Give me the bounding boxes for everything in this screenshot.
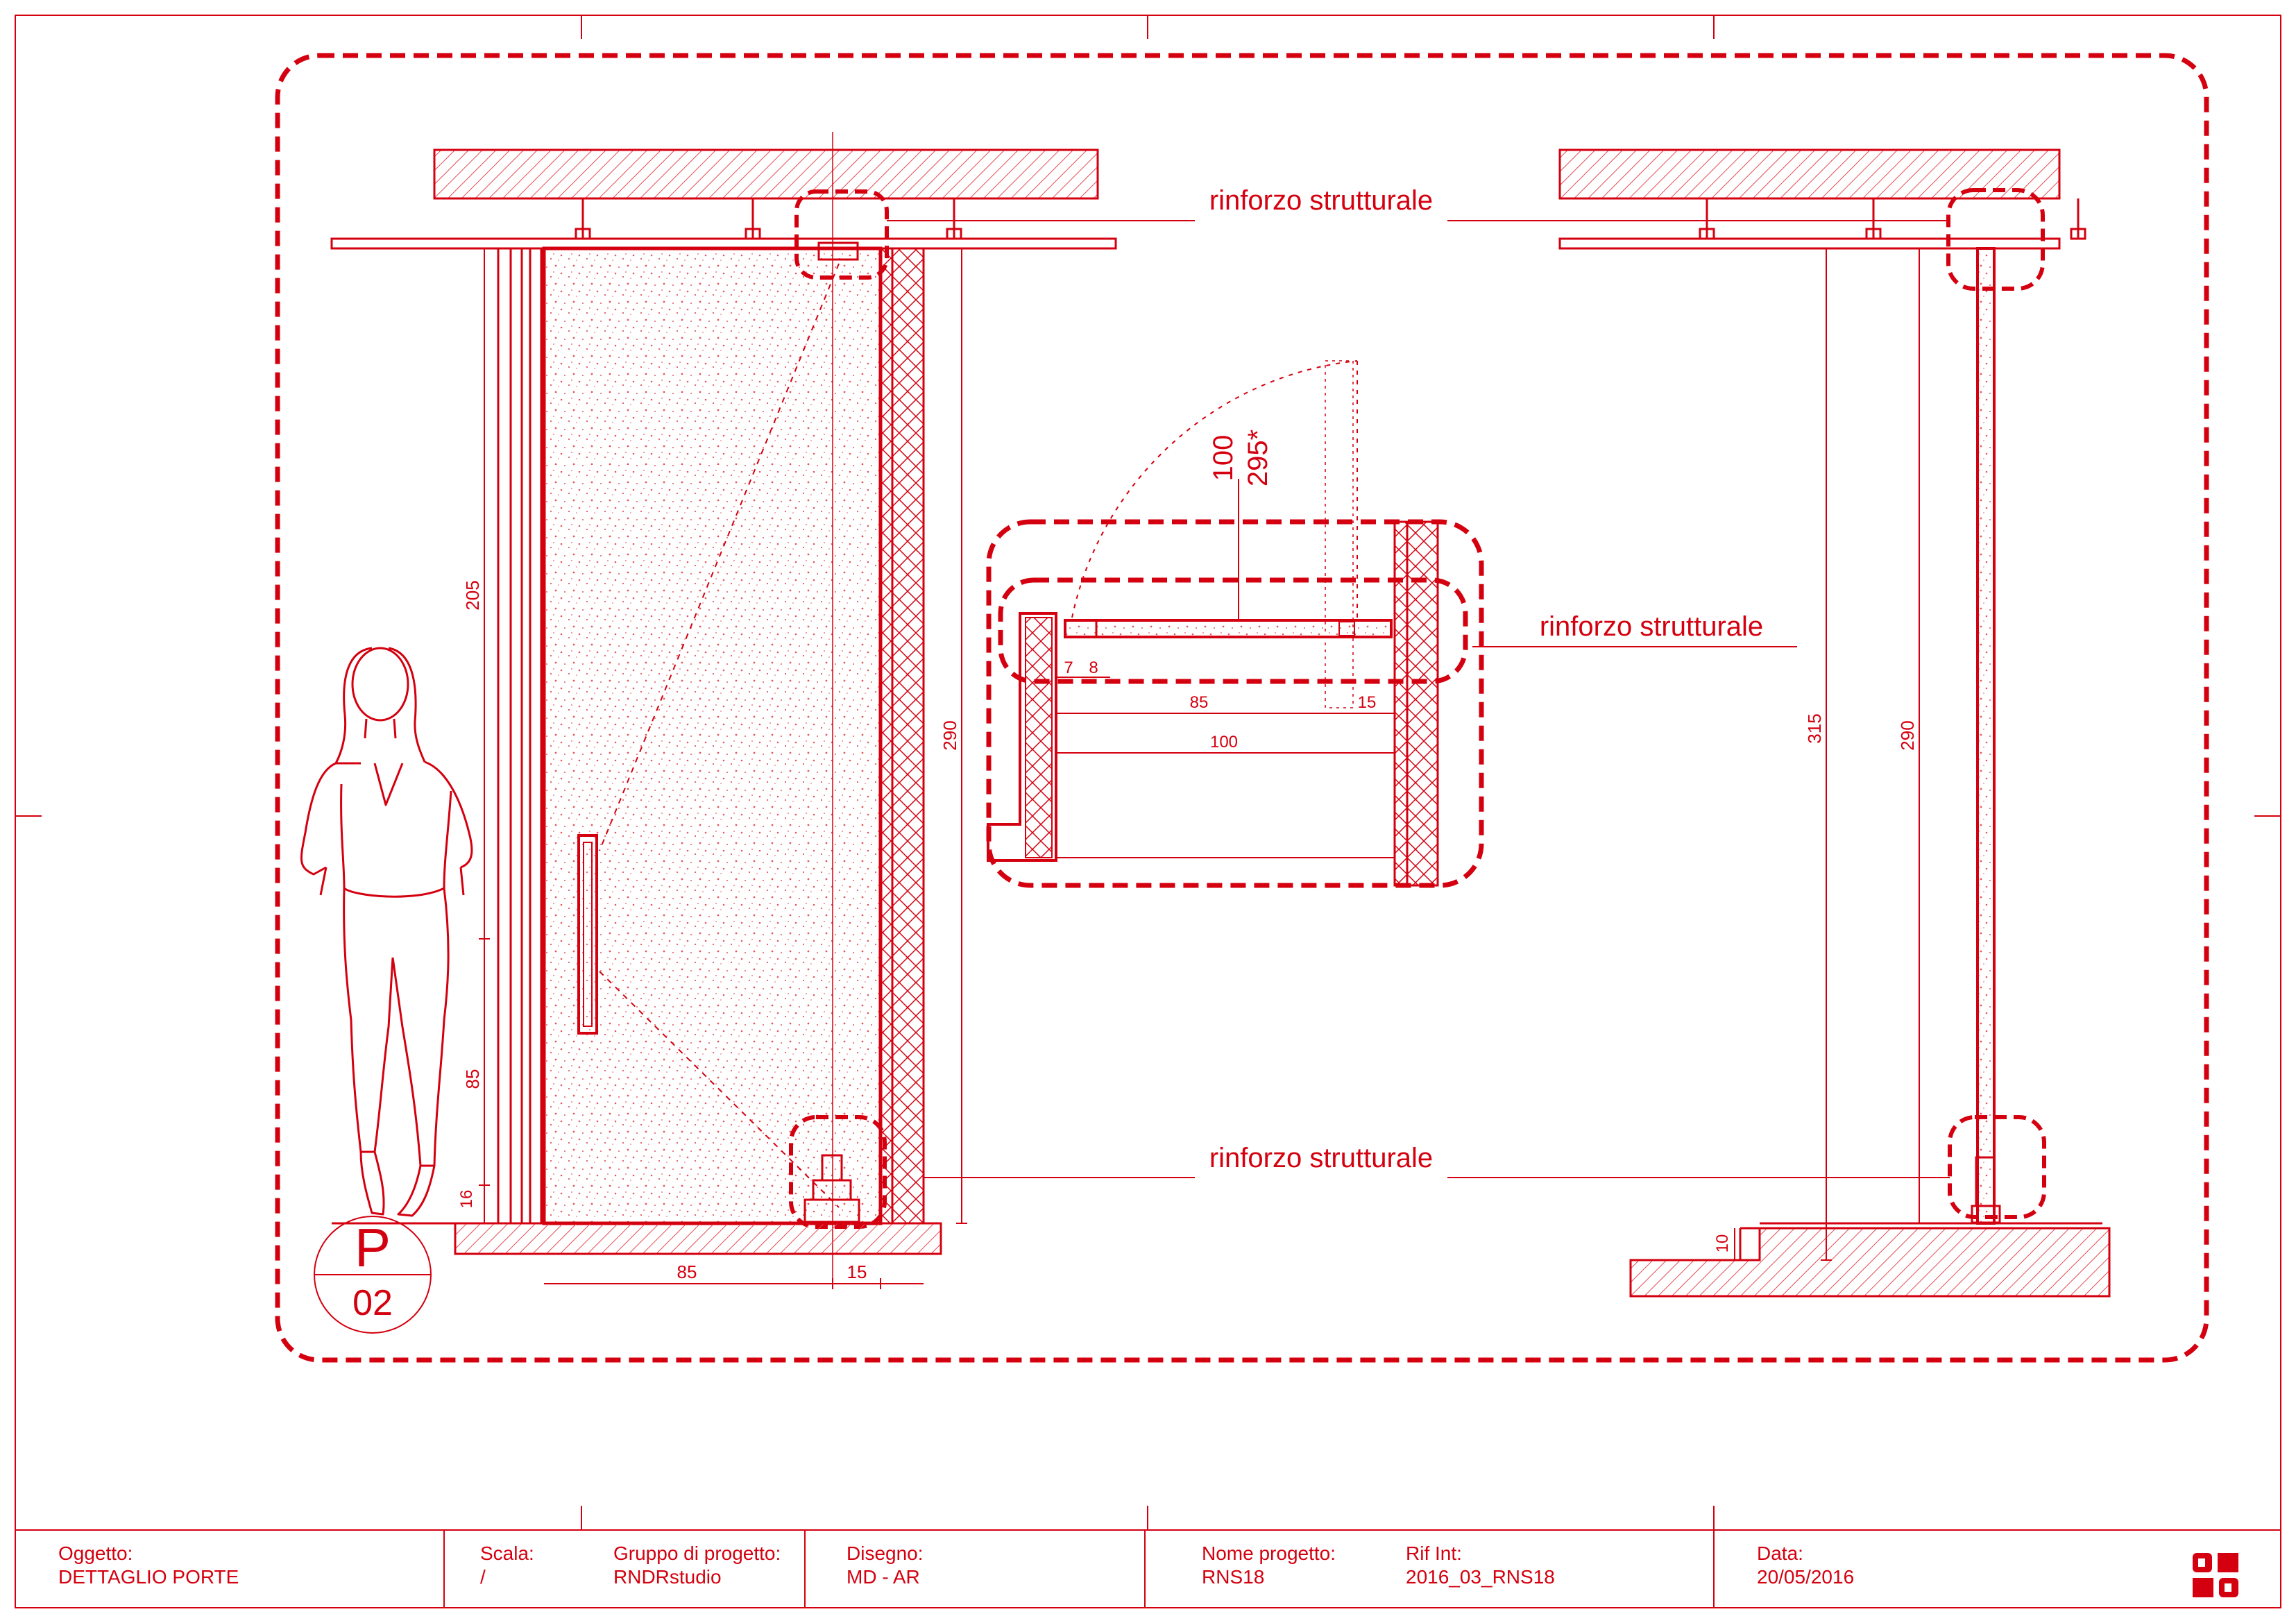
ceiling-slab-left [433,148,1099,200]
door-swing-arc [1071,360,1358,618]
floor-step-right [1629,1227,2111,1298]
floor-slab-left [454,1222,942,1255]
rif-label: Rif Int: [1406,1543,1462,1564]
tag-number: 02 [352,1283,393,1323]
plan-dim-15: 15 [1358,693,1377,712]
dim-door-width: 85 [677,1261,697,1282]
label-rinforzo-mid: rinforzo strutturale [1540,611,1763,642]
dim-step: 10 [1713,1234,1732,1253]
plan-dim-85: 85 [1190,693,1209,712]
dim-jamb-width: 15 [847,1261,867,1282]
title-scala: Scala: / [480,1542,534,1611]
label-rinforzo-top: rinforzo strutturale [1209,185,1433,216]
plan-dim-100: 100 [1210,733,1238,751]
dim-room-height: 315 [1804,713,1825,743]
section-door-leaf [1976,247,1996,1225]
dim-wall-height-right: 290 [1897,720,1918,750]
data-label: Data: [1757,1543,1803,1564]
false-ceiling-right [1558,237,2061,250]
section-top-pivot [1946,188,2045,291]
scala-value: / [480,1566,486,1588]
detail-tag [314,1216,432,1334]
section-bottom-pivot [1948,1115,2046,1219]
left-jamb [497,247,543,1225]
gruppo-value: RNDRstudio [613,1566,722,1588]
door-handle [577,834,598,1035]
nome-label: Nome progetto: [1202,1543,1336,1564]
sheet-frame [15,15,2281,1608]
person-silhouette [300,647,473,1217]
dim-wall-height-left: 290 [939,720,960,750]
scala-label: Scala: [480,1543,534,1564]
title-disegno: Disegno: MD - AR [847,1542,924,1611]
oggetto-value: DETTAGLIO PORTE [58,1566,239,1588]
door-leaf [542,246,883,1225]
nome-value: RNS18 [1202,1566,1265,1588]
plan-dim-7: 7 [1064,658,1073,677]
left-elevation [330,132,1117,1284]
ceiling-hangers-left [575,198,962,240]
rif-value: 2016_03_RNS18 [1406,1566,1555,1588]
top-pivot-detail [794,189,889,280]
right-jamb-insulated [879,247,925,1225]
title-nome-progetto: Nome progetto: RNS18 [1202,1542,1336,1611]
studio-logo-icon [2193,1553,2238,1597]
disegno-value: MD - AR [847,1566,920,1588]
tag-letter: P [355,1217,391,1278]
plan-door-leaf [1064,619,1393,638]
opening-diagonals [599,263,840,1208]
title-block-dividers [443,1530,1715,1608]
plan-reinforcement-dashed [998,577,1468,684]
left-dimension-lines [479,248,967,1289]
title-data: Data: 20/05/2016 [1757,1542,1854,1611]
title-gruppo: Gruppo di progetto: RNDRstudio [613,1542,781,1611]
outer-dashed-boundary [275,53,2209,1363]
title-oggetto: Oggetto: DETTAGLIO PORTE [58,1542,239,1611]
label-rinforzo-bottom: rinforzo strutturale [1209,1143,1433,1173]
dim-handle-height: 85 [462,1069,483,1089]
data-value: 20/05/2016 [1757,1566,1855,1588]
plan-dim-8: 8 [1089,658,1098,677]
dim-floor-gap: 16 [457,1190,476,1209]
title-rif-int: Rif Int: 2016_03_RNS18 [1406,1542,1555,1611]
disegno-label: Disegno: [847,1543,924,1564]
plan-outer-dashed [986,519,1484,888]
oggetto-label: Oggetto: [58,1543,133,1564]
right-section: 315 290 10 [1558,148,2111,1298]
leader-lines [887,220,1950,1178]
dim-door-height: 205 [462,580,483,610]
plan-dim-295-vertical: 295* [1243,430,1273,486]
gruppo-label: Gruppo di progetto: [613,1543,781,1564]
plan-dim-100-vertical: 100 [1208,435,1239,482]
plan-detail: 100 295* 7 8 85 15 100 [986,360,1484,888]
